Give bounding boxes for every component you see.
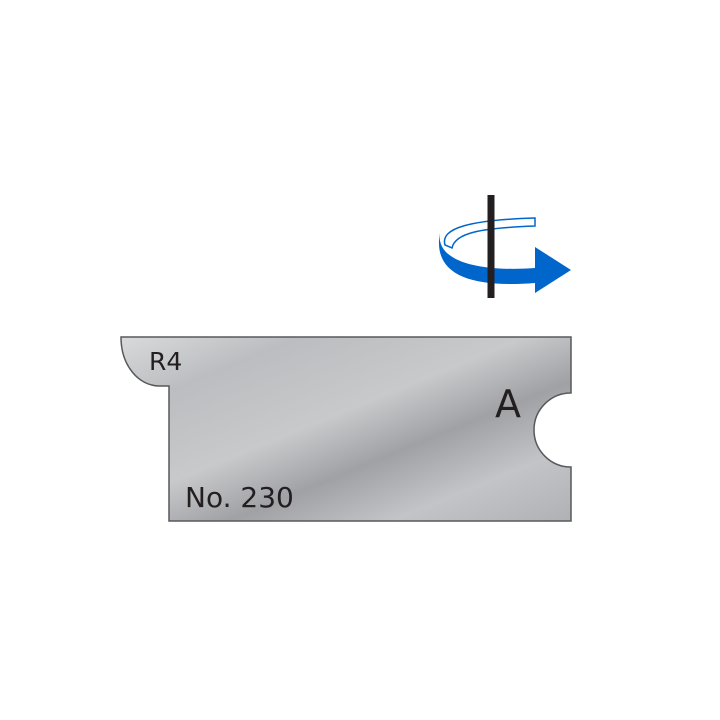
rotation-ribbon-back (443, 217, 536, 250)
side-label: A (495, 382, 521, 426)
part-number-label: No. 230 (185, 481, 294, 514)
clockwise-rotation-arrow-icon (438, 232, 571, 293)
radius-label: R4 (149, 347, 182, 376)
knife-blade (120, 336, 572, 522)
rotation-indicator (438, 195, 571, 298)
